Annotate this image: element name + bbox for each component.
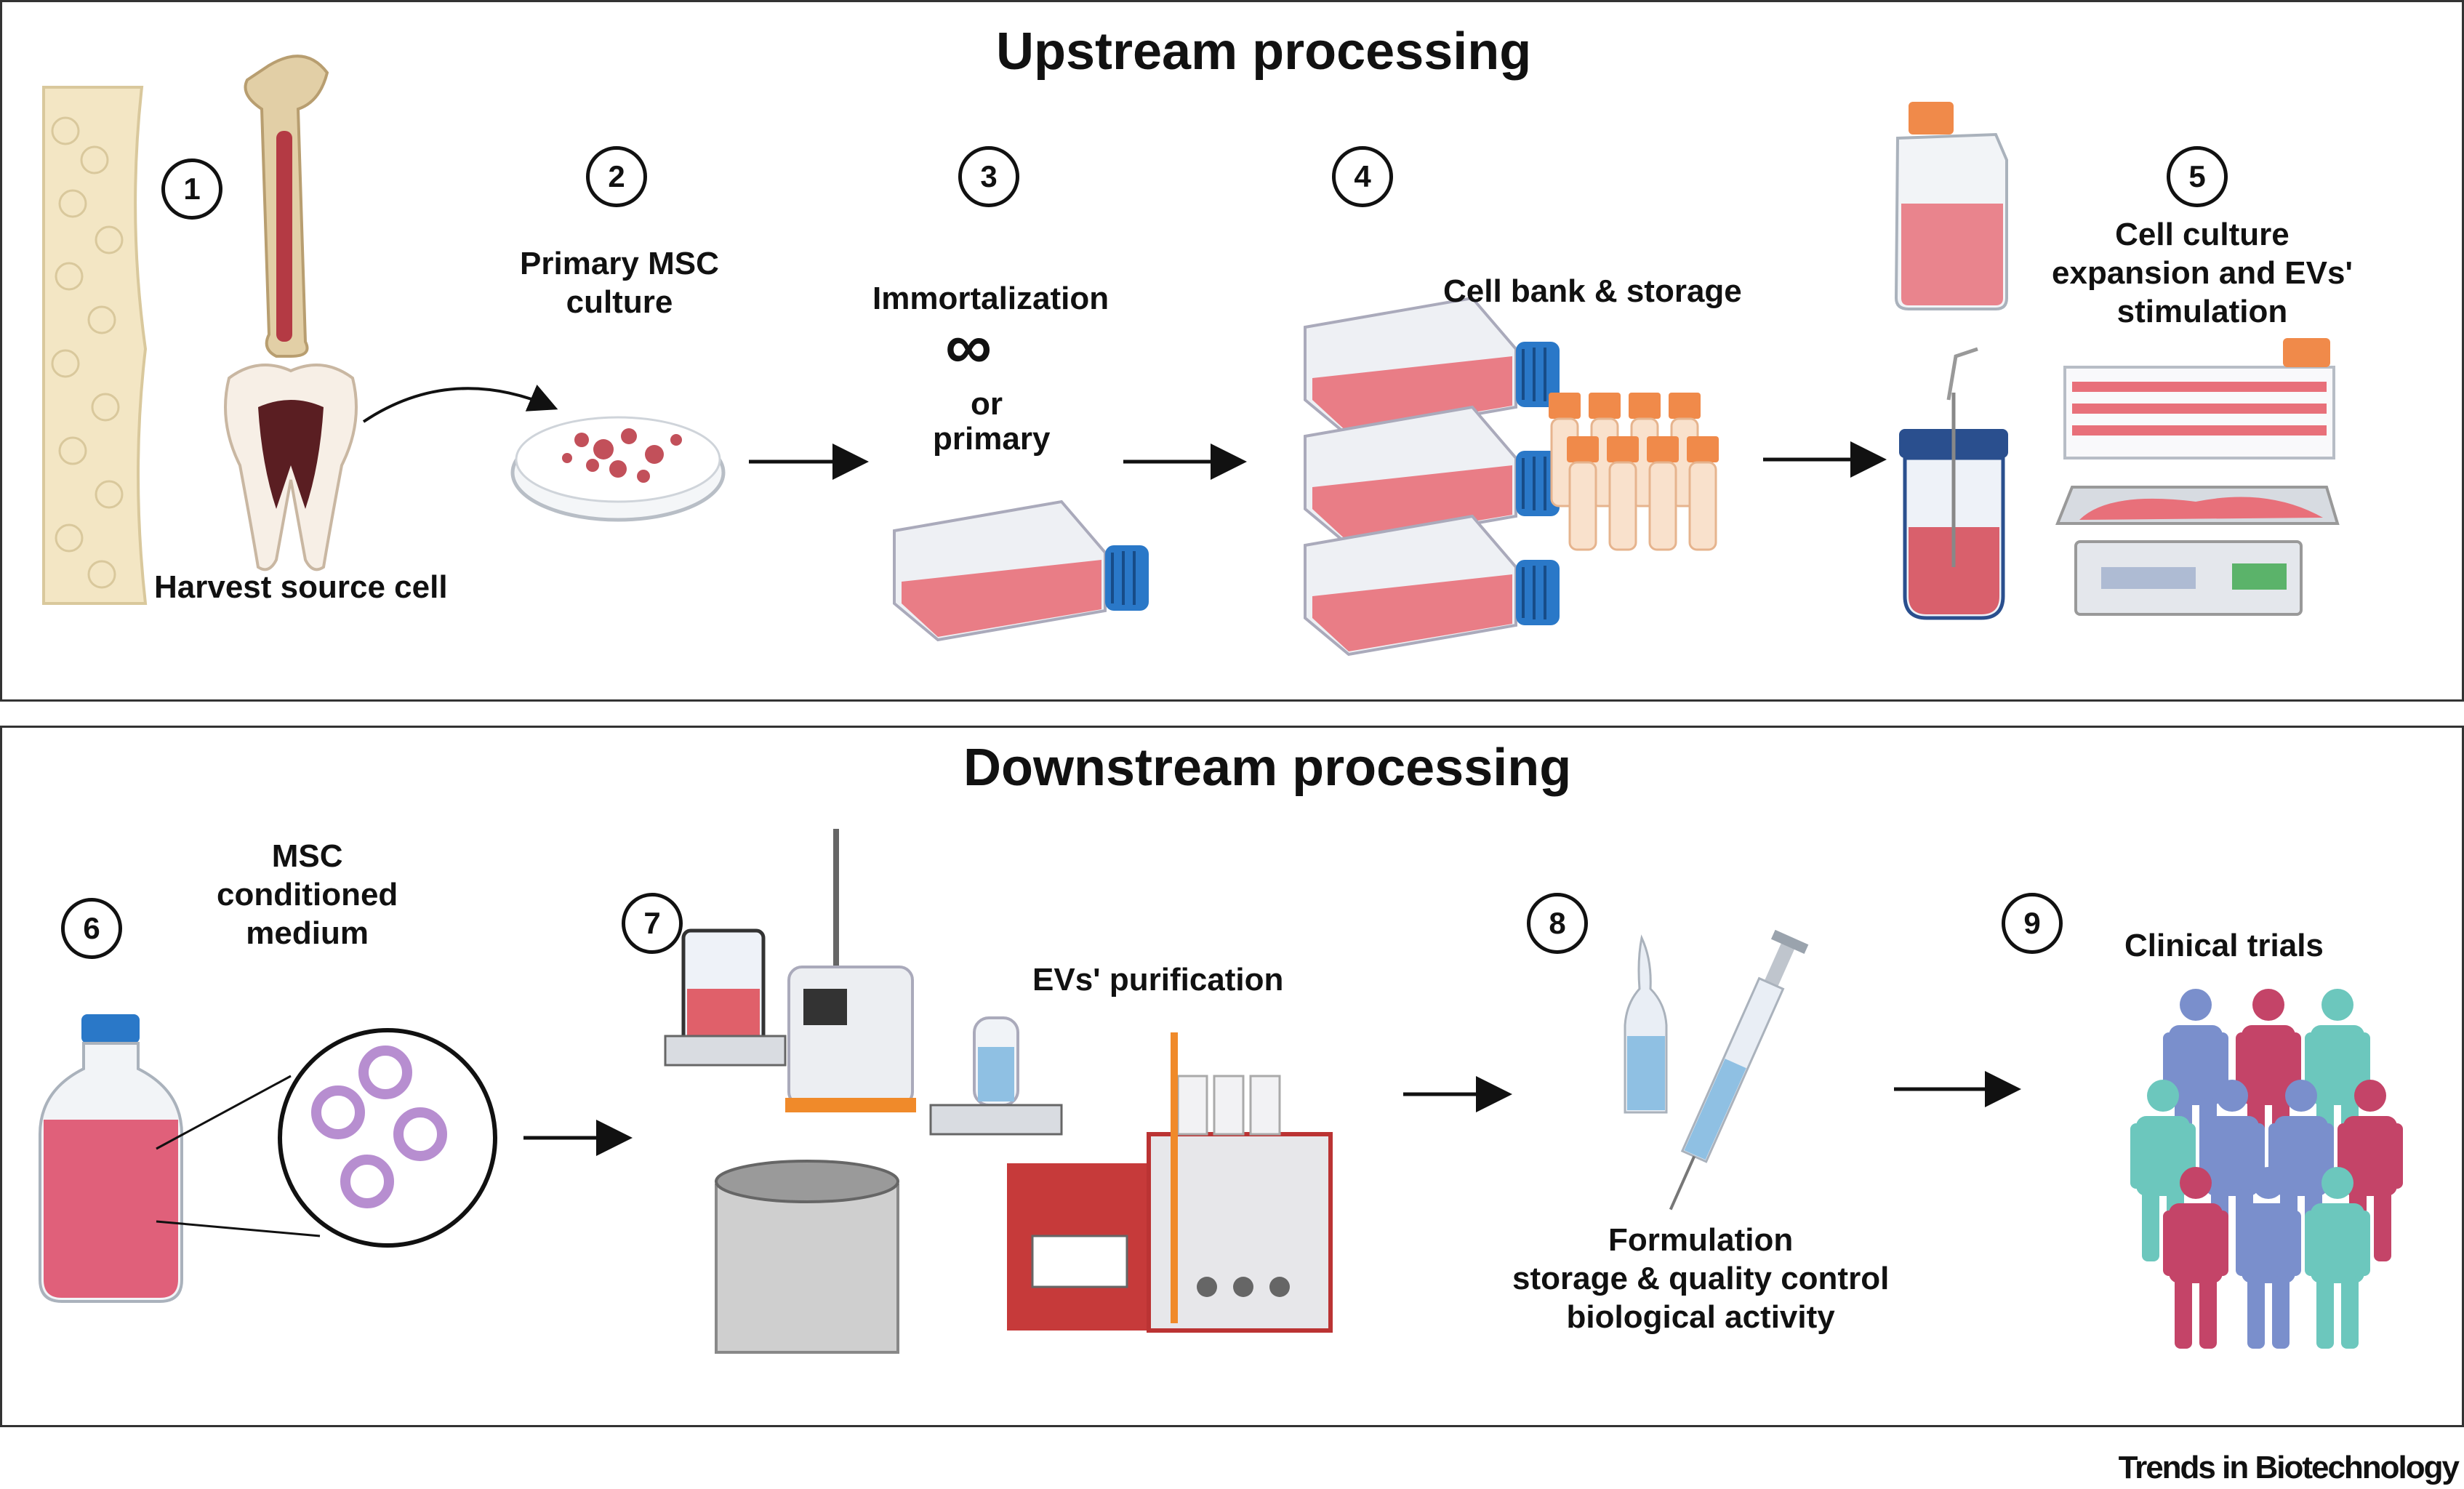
step-1-badge: 1 (161, 158, 222, 220)
step-3-alt: primary (933, 421, 1051, 457)
purification-equipment (664, 829, 1333, 1354)
bioreactor (1899, 347, 2008, 620)
step-2-badge: 2 (586, 146, 647, 207)
step-3-badge: 3 (958, 146, 1019, 207)
step-5-label: Cell culture expansion and EVs' stimulat… (2052, 217, 2353, 329)
step-1-label: Harvest source cell (154, 569, 448, 605)
multilayer-flask (2063, 338, 2335, 459)
syringe (1669, 929, 1809, 1211)
upstream-panel (0, 0, 2464, 702)
step-7-badge: 7 (622, 893, 683, 954)
step-3-or: or (971, 386, 1003, 422)
upstream-title: Upstream processing (996, 23, 1532, 81)
step-7-label: EVs' purification (1032, 962, 1284, 998)
zoom-line-top (156, 1075, 292, 1150)
zoom-line-bottom (156, 1220, 321, 1237)
rocking-bioreactor (2055, 486, 2340, 616)
step-6-badge: 6 (61, 898, 122, 959)
downstream-title: Downstream processing (963, 739, 1572, 797)
step-2-label: Primary MSC culture (520, 246, 719, 320)
step-5-badge: 5 (2167, 146, 2228, 207)
step-8-badge: 8 (1527, 893, 1588, 954)
infinity-symbol: ∞ (945, 310, 992, 383)
culture-bottle (1894, 102, 2008, 310)
tooth (224, 364, 358, 571)
medium-bottle (39, 1014, 183, 1303)
journal-footer: Trends in Biotechnology (2118, 1450, 2460, 1485)
vesicles-zoom (278, 1028, 497, 1248)
harvest-arrow (362, 385, 558, 423)
step-4-badge: 4 (1332, 146, 1393, 207)
femur-bone (244, 55, 329, 358)
ampoule (1624, 934, 1668, 1114)
petri-dish (510, 416, 726, 522)
step-6-label: MSC conditioned medium (217, 838, 398, 951)
step-3-label: Immortalization (872, 281, 1109, 316)
step-4-label: Cell bank & storage (1443, 273, 1742, 309)
step-8-label: Formulation storage & quality control bi… (1512, 1222, 1890, 1335)
step-9-badge: 9 (2002, 893, 2063, 954)
bone-marrow-tissue (42, 86, 148, 605)
step-9-label: Clinical trials (2124, 928, 2324, 963)
downstream-panel (0, 726, 2464, 1427)
